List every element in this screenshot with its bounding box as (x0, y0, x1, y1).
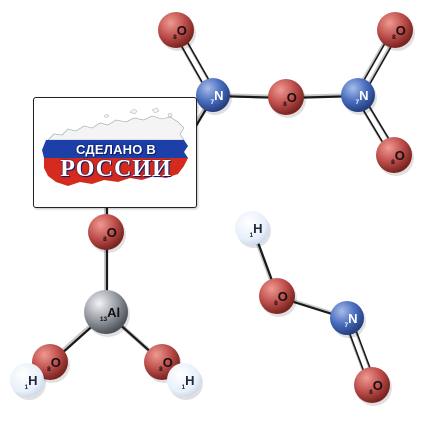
atomic-number: 1 (24, 384, 28, 391)
atom-n: 7N (196, 78, 232, 115)
element-symbol: O (396, 23, 406, 38)
atom-label: 1H (24, 373, 37, 391)
atom-label: 8O (391, 148, 405, 166)
atomic-number: 7 (355, 99, 359, 106)
element-symbol: O (278, 289, 288, 304)
atomic-number: 13 (100, 316, 108, 323)
atomic-number: 8 (391, 159, 395, 166)
atom-sphere (235, 211, 269, 245)
atom-o: 8O (259, 278, 297, 317)
element-symbol: N (214, 88, 223, 103)
atom-o: 8O (376, 137, 414, 176)
atom-o: 8O (32, 344, 70, 383)
atom-label: 8O (173, 23, 187, 41)
element-symbol: H (253, 221, 262, 236)
atom-sphere (376, 137, 412, 173)
map-islands (103, 107, 173, 119)
atom-label: 13Al (100, 305, 120, 323)
atom-o: 8O (268, 79, 306, 118)
atom-h: 1H (235, 211, 271, 248)
atom-label: 8O (369, 378, 383, 396)
badge-line-2: РОССИИ (60, 156, 172, 182)
atom-h: 1H (10, 363, 46, 400)
atom-n: 7N (330, 301, 366, 338)
atom-label: 8O (283, 90, 297, 108)
atom-sphere (330, 301, 364, 335)
atom-sphere (341, 78, 375, 112)
atom-label: 8O (47, 355, 61, 373)
atom-o: 8O (354, 367, 392, 406)
atom-label: 8O (392, 23, 406, 41)
atom-label: 7N (344, 311, 357, 329)
atomic-number: 1 (249, 232, 253, 239)
element-symbol: O (51, 355, 61, 370)
atom-n: 7N (341, 78, 377, 115)
element-symbol: O (163, 355, 173, 370)
atomic-number: 8 (369, 389, 373, 396)
atom-sphere (167, 363, 201, 397)
element-symbol: Al (107, 305, 120, 320)
atom-sphere (10, 363, 44, 397)
atomic-number: 8 (392, 34, 396, 41)
atom-label: 1H (181, 373, 194, 391)
atom-label: 7N (210, 88, 223, 106)
element-symbol: O (287, 90, 297, 105)
atomic-number: 8 (283, 101, 287, 108)
atom-sphere (354, 367, 390, 403)
atom-al: 13Al (84, 290, 130, 337)
map-red-band (44, 158, 188, 186)
map-white-band (47, 115, 185, 141)
atomic-number: 7 (210, 99, 214, 106)
atom-sphere (268, 79, 304, 115)
atom-h: 1H (167, 363, 203, 400)
atom-label: 7N (355, 88, 368, 106)
badge-line-1: СДЕЛАНО В (76, 142, 156, 157)
element-symbol: O (177, 23, 187, 38)
element-symbol: N (348, 311, 357, 326)
atom-sphere (158, 12, 194, 48)
element-symbol: O (395, 148, 405, 163)
atom-o: 8O (158, 12, 196, 51)
atom-o: 8O (88, 214, 126, 253)
atomic-number: 8 (173, 34, 177, 41)
atomic-number: 8 (47, 366, 51, 373)
element-symbol: O (373, 378, 383, 393)
atom-sphere (377, 12, 413, 48)
made-in-russia-badge: СДЕЛАНО В РОССИИ (33, 97, 197, 208)
atom-label: 1H (249, 221, 262, 239)
atomic-number: 8 (103, 236, 107, 243)
element-symbol: H (28, 373, 37, 388)
atomic-number: 1 (181, 384, 185, 391)
atom-label: 8O (274, 289, 288, 307)
atomic-number: 8 (159, 366, 163, 373)
atom-label: 8O (103, 225, 117, 243)
atom-sphere (196, 78, 230, 112)
element-symbol: H (185, 373, 194, 388)
atom-o: 8O (377, 12, 415, 51)
atomic-number: 8 (274, 300, 278, 307)
map-blue-band (42, 140, 188, 158)
atom-sphere (84, 290, 128, 334)
element-symbol: O (107, 225, 117, 240)
atom-label: 8O (159, 355, 173, 373)
atomic-number: 7 (344, 322, 348, 329)
russia-map-icon (42, 107, 188, 186)
element-symbol: N (359, 88, 368, 103)
atom-sphere (88, 214, 124, 250)
atom-sphere (259, 278, 295, 314)
